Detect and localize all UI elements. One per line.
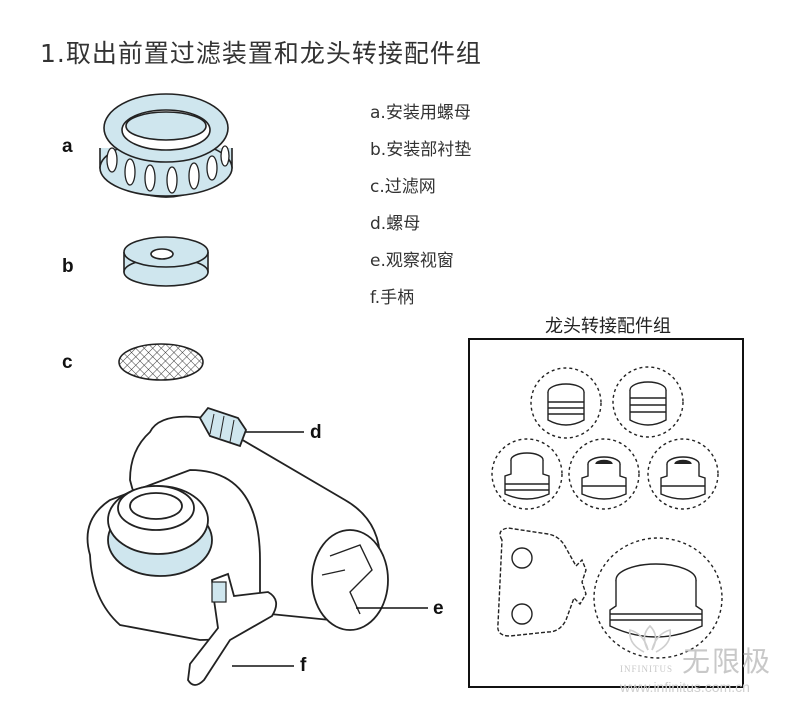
legend-item-e: e.观察视窗 [370,251,454,271]
label-f: f [300,655,307,676]
legend-item-d: d.螺母 [370,214,421,234]
label-a: a [62,136,73,157]
label-e: e [433,598,444,619]
legend-item-f: f.手柄 [370,288,415,308]
adapter-3-icon [491,438,563,510]
mounting-nut-icon [99,93,233,198]
page-title: 1.取出前置过滤装置和龙头转接配件组 [40,39,482,68]
legend-item-a: a.安装用螺母 [370,103,471,123]
faucet-filter-body [86,406,389,686]
adapter-1-icon [530,367,602,439]
wrench-icon [497,527,587,637]
label-d: d [310,422,322,443]
label-c: c [62,352,73,373]
adapter-kit-title: 龙头转接配件组 [545,316,671,337]
adapter-kit-box [468,338,744,688]
infinitus-logo-icon [628,624,672,653]
parts-legend: a.安装用螺母 b.安装部衬垫 c.过滤网 d.螺母 e.观察视窗 f.手柄 [370,102,471,324]
filter-mesh-icon [118,343,204,381]
adapter-kit-parts [491,366,723,659]
watermark-url: www.infinitus.com.cn [620,679,750,695]
legend-item-c: c.过滤网 [370,177,436,197]
large-adapter-icon [593,537,723,659]
label-b: b [62,256,74,277]
watermark-brand-en: INFINITUS [620,664,673,674]
legend-item-b: b.安装部衬垫 [370,140,472,160]
adapter-2-icon [612,366,684,438]
watermark-brand-cn: 无限极 [682,645,773,678]
gasket-icon [123,236,209,287]
adapter-5-icon [647,438,719,510]
leader-lines [232,431,428,667]
adapter-4-icon [568,438,640,510]
